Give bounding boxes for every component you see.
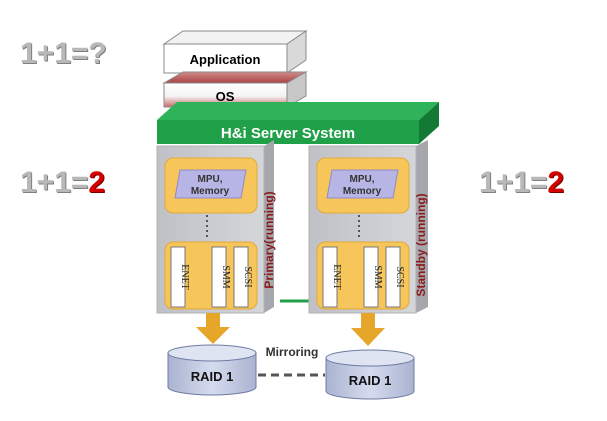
raid-disk-left: RAID 1 <box>167 344 257 396</box>
primary-mpu-line1: MPU, <box>198 174 223 185</box>
raid-left-label: RAID 1 <box>191 369 234 384</box>
raid-disk-right: RAID 1 <box>325 349 415 400</box>
primary-scsi-label: SCSI <box>242 266 253 287</box>
primary-enet-label: ENET <box>179 264 190 290</box>
primary-smm-card <box>211 246 227 308</box>
standby-mpu-line2: Memory <box>343 186 382 197</box>
equation-top-result: ? <box>88 37 107 70</box>
equation-right-lhs: 1+1= <box>479 166 548 199</box>
standby-scsi-label: SCSI <box>394 266 405 287</box>
mirroring-label: Mirroring <box>266 345 319 359</box>
server-system-bar: H&i Server System <box>157 102 439 144</box>
application-label: Application <box>190 52 261 67</box>
equation-top: 1+1=? <box>20 37 107 71</box>
server-system-label: H&i Server System <box>221 125 355 142</box>
equation-right-result: 2 <box>547 166 565 199</box>
primary-arrow-down <box>196 313 230 344</box>
standby-scsi-card <box>385 246 401 308</box>
primary-node: MPU, Memory ENET SMM SCSI Primary(runnin… <box>156 140 276 314</box>
primary-smm-label: SMM <box>220 265 231 288</box>
standby-smm-label: SMM <box>372 265 383 288</box>
application-layer: Application <box>162 30 308 74</box>
raid-right-label: RAID 1 <box>349 373 392 388</box>
primary-role-label: Primary(running) <box>262 191 276 288</box>
standby-arrow-down <box>351 313 385 346</box>
equation-top-lhs: 1+1= <box>20 37 89 70</box>
os-layer: OS <box>162 71 308 108</box>
primary-enet-card <box>170 246 186 308</box>
primary-scsi-card <box>233 246 249 308</box>
standby-mpu-box <box>326 169 399 199</box>
primary-mpu-box <box>174 169 247 199</box>
standby-mpu-line1: MPU, <box>350 174 375 185</box>
standby-enet-card <box>322 246 338 308</box>
os-label: OS <box>216 89 235 104</box>
primary-mpu-line2: Memory <box>191 186 230 197</box>
standby-enet-label: ENET <box>331 264 342 290</box>
standby-node: MPU, Memory ENET SMM SCSI Standby (runni… <box>308 140 428 314</box>
equation-left: 1+1=2 <box>20 166 105 200</box>
standby-role-label: Standby (running) <box>414 193 428 296</box>
equation-left-lhs: 1+1= <box>20 166 89 199</box>
equation-right: 1+1=2 <box>479 166 564 200</box>
equation-left-result: 2 <box>88 166 106 199</box>
standby-smm-card <box>363 246 379 308</box>
